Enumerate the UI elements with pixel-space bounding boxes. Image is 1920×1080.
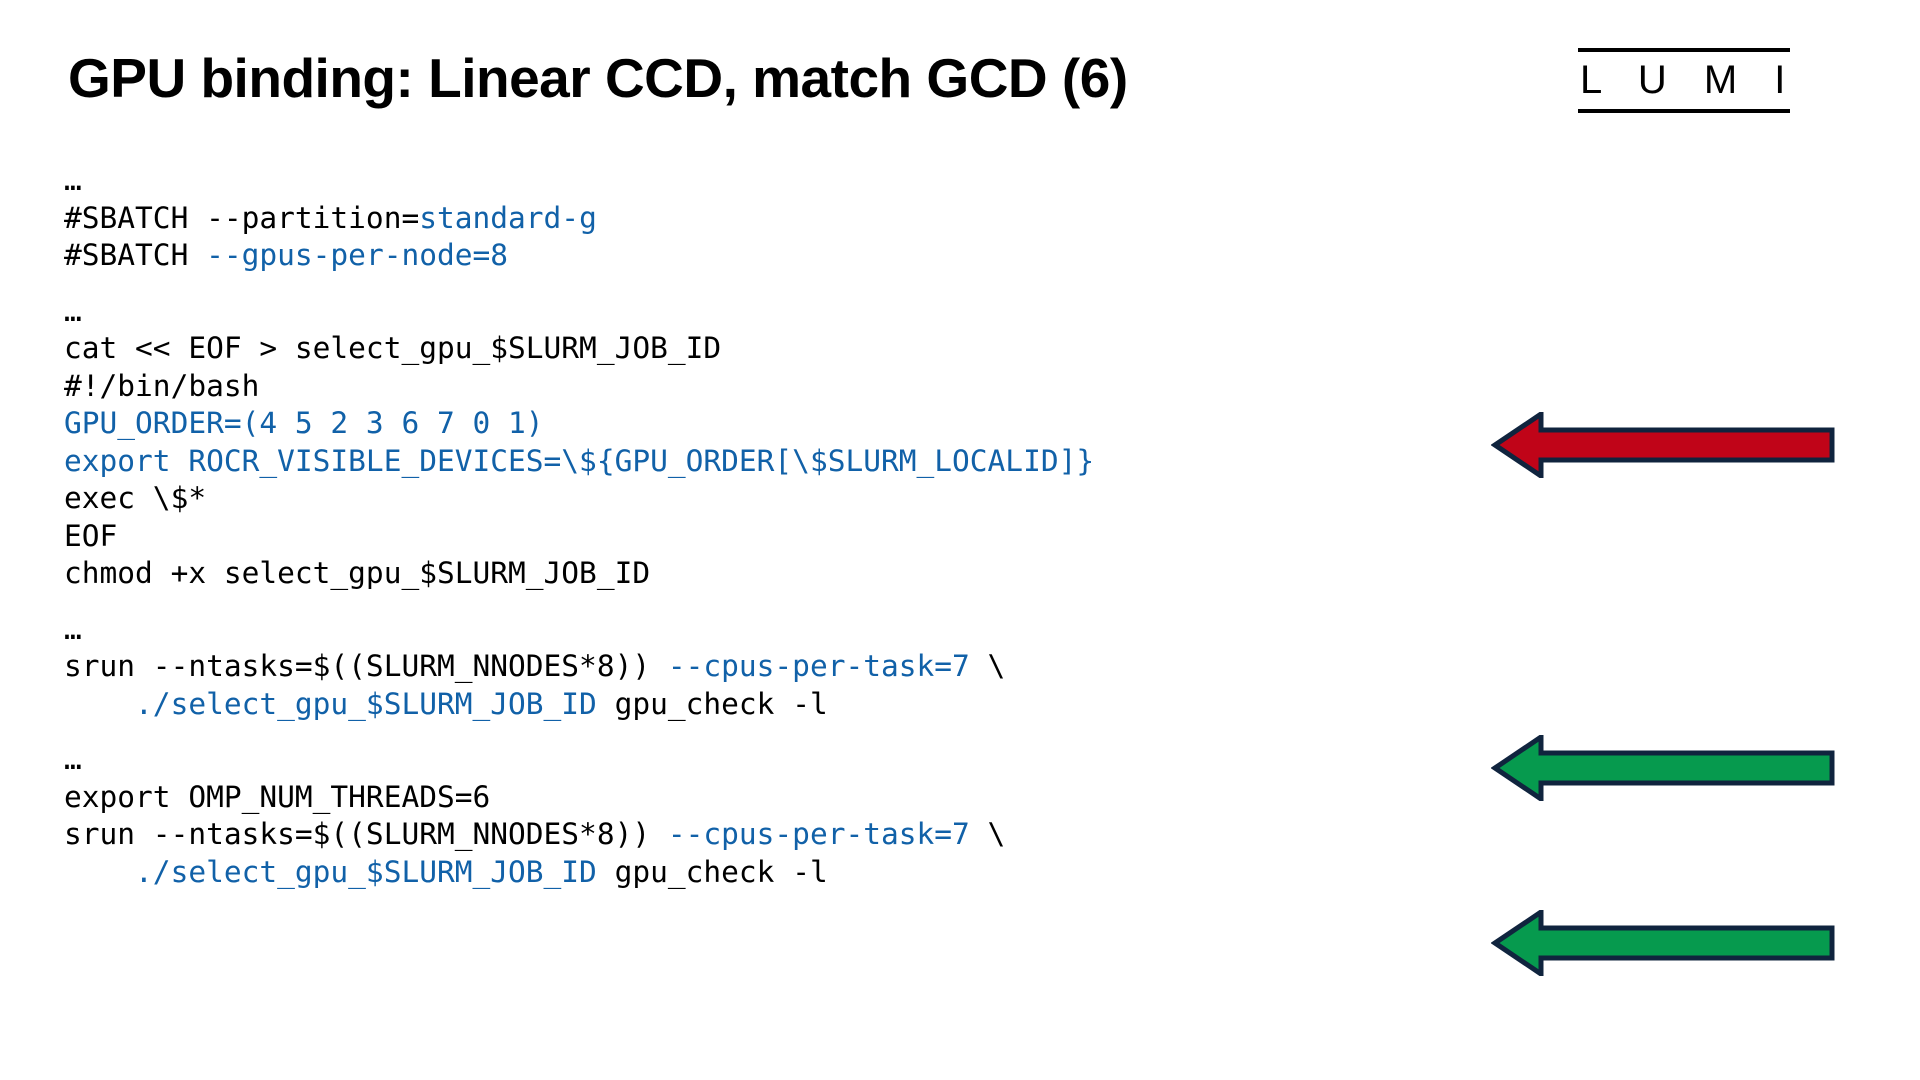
code-line [64, 723, 1094, 741]
arrow-shape [1491, 910, 1835, 976]
code-line: … [64, 741, 1094, 779]
code-span: #SBATCH [64, 238, 207, 272]
code-span: … [64, 293, 82, 328]
code-line: EOF [64, 518, 1094, 556]
red-left-arrow-annotation [1491, 412, 1836, 478]
code-span: export ROCR_VISIBLE_DEVICES=\${GPU_ORDER… [64, 443, 1095, 478]
code-span: chmod +x select_gpu_$SLURM_JOB_ID [64, 556, 651, 590]
code-line: ./select_gpu_$SLURM_JOB_ID gpu_check -l [64, 686, 1094, 724]
code-span: --cpus-per-task=7 [667, 817, 970, 851]
code-line: srun --ntasks=$((SLURM_NNODES*8)) --cpus… [64, 816, 1094, 854]
code-line: ./select_gpu_$SLURM_JOB_ID gpu_check -l [64, 854, 1094, 892]
code-span: gpu_check -l [596, 854, 828, 889]
arrow-shape [1491, 412, 1835, 478]
code-span [64, 687, 135, 721]
code-span: \ [969, 649, 1006, 683]
code-span [64, 855, 135, 889]
code-span: … [64, 163, 82, 197]
code-span: srun --ntasks=$((SLURM_NNODES*8)) [64, 649, 668, 683]
lumi-logo-text: L U M I [1580, 58, 1799, 102]
code-span: exec \$* [64, 481, 207, 515]
code-span: cat << EOF > select_gpu_$SLURM_JOB_ID [64, 331, 722, 365]
code-line: chmod +x select_gpu_$SLURM_JOB_ID [64, 555, 1094, 593]
page-title: GPU binding: Linear CCD, match GCD (6) [68, 47, 1128, 109]
arrow-shape [1491, 735, 1835, 801]
code-span: #SBATCH --partition= [64, 200, 420, 235]
code-span: … [64, 742, 82, 776]
green-left-arrow-annotation-1 [1491, 735, 1836, 801]
code-line [64, 593, 1094, 611]
code-line: #SBATCH --gpus-per-node=8 [64, 237, 1094, 275]
lumi-logo: L U M I [1578, 48, 1790, 113]
code-span: #!/bin/bash [64, 368, 260, 403]
code-span: export OMP_NUM_THREADS=6 [64, 779, 491, 814]
code-line: … [64, 293, 1094, 331]
code-line: … [64, 162, 1094, 200]
code-line: export ROCR_VISIBLE_DEVICES=\${GPU_ORDER… [64, 443, 1094, 481]
code-span: --cpus-per-task=7 [667, 649, 970, 683]
code-span: … [64, 611, 82, 646]
code-span: GPU_ORDER=(4 5 2 3 6 7 0 1) [64, 406, 544, 440]
code-line: #!/bin/bash [64, 368, 1094, 406]
code-line: srun --ntasks=$((SLURM_NNODES*8)) --cpus… [64, 648, 1094, 686]
code-line: GPU_ORDER=(4 5 2 3 6 7 0 1) [64, 405, 1094, 443]
code-line: … [64, 611, 1094, 649]
code-line: exec \$* [64, 480, 1094, 518]
code-span: gpu_check -l [596, 686, 828, 721]
green-left-arrow-annotation-2 [1491, 910, 1836, 976]
code-span: ./select_gpu_$SLURM_JOB_ID [135, 686, 597, 721]
code-block: …#SBATCH --partition=standard-g#SBATCH -… [64, 162, 1094, 891]
code-span: EOF [64, 518, 118, 553]
code-line: cat << EOF > select_gpu_$SLURM_JOB_ID [64, 330, 1094, 368]
code-line: #SBATCH --partition=standard-g [64, 200, 1094, 238]
code-span: standard-g [419, 200, 597, 235]
code-line [64, 275, 1094, 293]
code-span: srun --ntasks=$((SLURM_NNODES*8)) [64, 817, 668, 851]
code-line: export OMP_NUM_THREADS=6 [64, 779, 1094, 817]
code-span: \ [969, 817, 1006, 851]
code-span: --gpus-per-node=8 [206, 238, 509, 272]
code-span: ./select_gpu_$SLURM_JOB_ID [135, 854, 597, 889]
